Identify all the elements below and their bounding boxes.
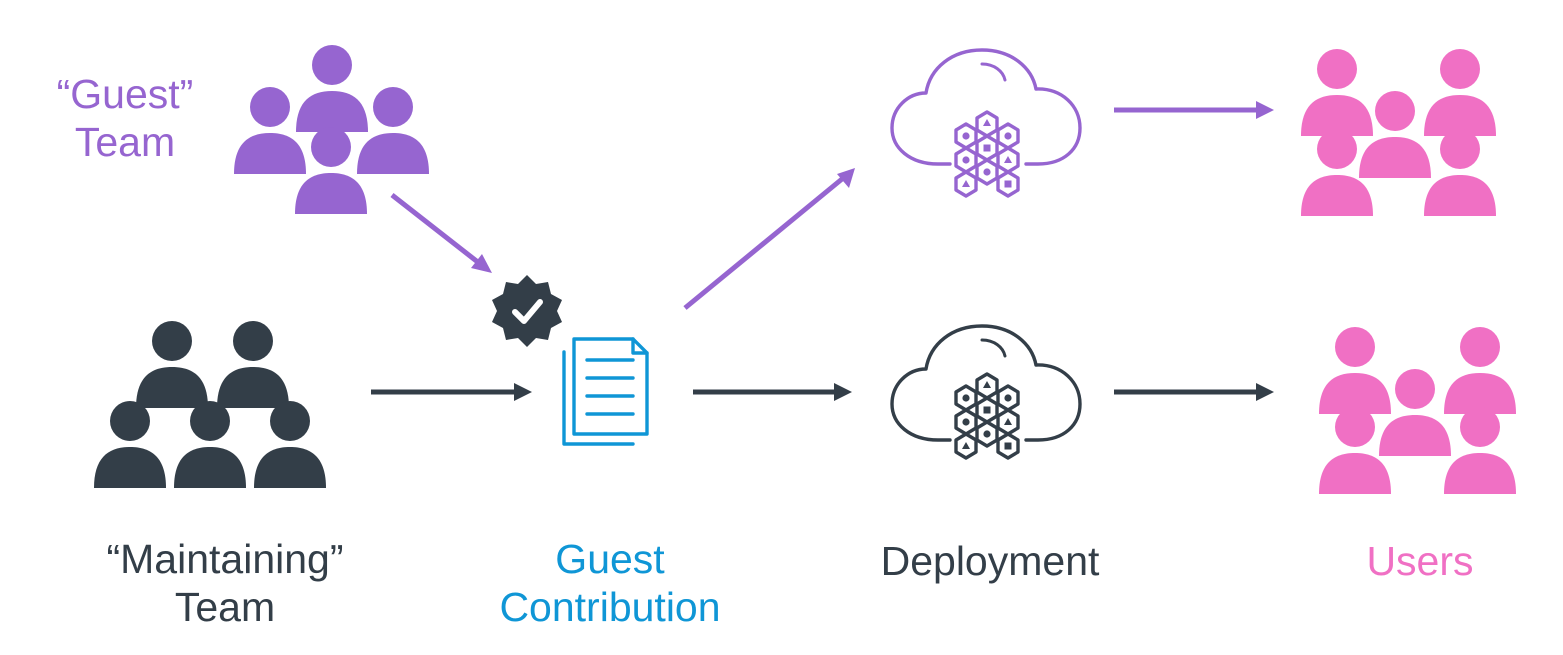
guest-contribution-label: Guest Contribution [470,535,750,631]
arrow-contribution-to-guest-deployment [683,168,855,310]
cloud-cluster-icon [890,324,1082,460]
arrow-contribution-to-deployment [693,383,852,401]
maintaining-team-label: “Maintaining” Team [70,535,380,631]
guest-team-label-line1: “Guest” [56,71,194,117]
person-icon [94,401,166,488]
deployment-label-text: Deployment [880,538,1100,584]
hexagon-cluster-icon [954,110,1020,198]
users-label-text: Users [1366,538,1474,584]
guest-team-icon [234,45,429,214]
documents-icon [562,337,649,446]
guest-contribution-label-line2: Contribution [499,584,721,630]
person-icon [1424,129,1496,216]
users-top-icon [1301,49,1496,216]
maintaining-team-label-line1: “Maintaining” [106,536,344,582]
person-icon [1319,327,1391,414]
maintaining-team-icon [94,321,326,488]
person-icon [217,321,289,408]
person-icon [1424,49,1496,136]
guest-team-label: “Guest” Team [40,70,210,166]
arrow-guest-deployment-to-users [1114,101,1274,119]
deployment-label: Deployment [840,537,1140,585]
person-icon [174,401,246,488]
person-icon [1444,327,1516,414]
arrow-guest-to-contribution [390,193,492,273]
cloud-cluster-icon-guest [890,48,1082,198]
person-icon [254,401,326,488]
guest-contribution-label-line1: Guest [555,536,665,582]
guest-team-label-line2: Team [74,119,176,165]
maintaining-team-label-line2: Team [174,584,276,630]
verified-check-badge-icon [492,275,562,347]
person-icon [136,321,208,408]
arrow-deployment-to-users [1114,383,1274,401]
person-icon [1444,407,1516,494]
person-icon [234,87,306,174]
hexagon-cluster-icon [954,372,1020,460]
arrow-team-to-contribution [371,383,532,401]
person-icon [296,45,368,132]
users-label: Users [1320,537,1520,585]
users-bottom-icon [1319,327,1516,494]
person-icon [1301,49,1373,136]
